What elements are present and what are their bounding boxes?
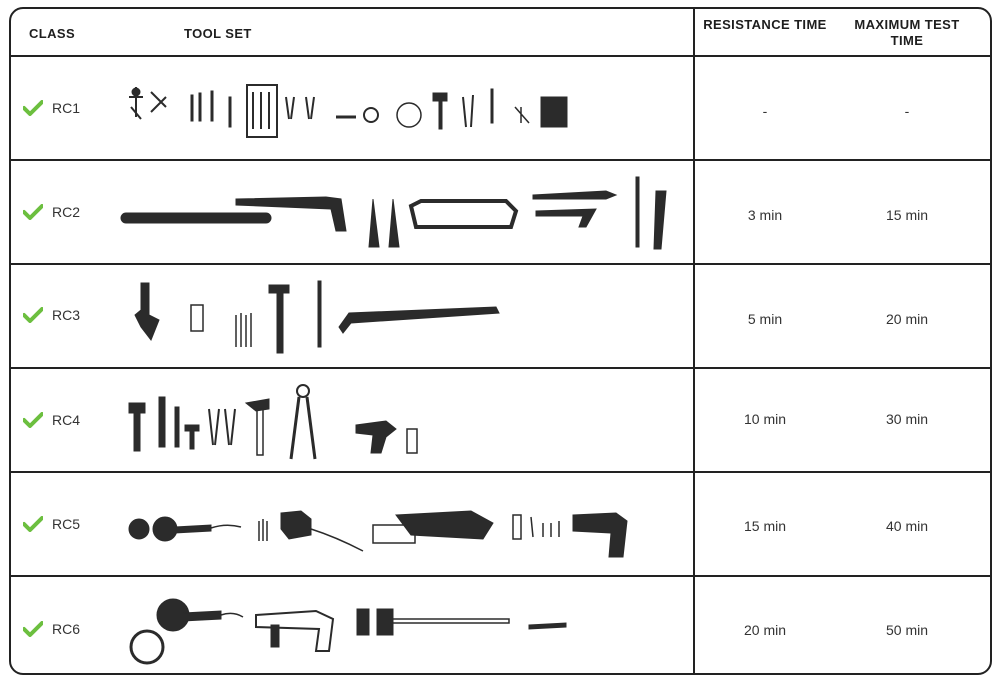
- class-label: RC2: [52, 204, 81, 220]
- class-label: RC4: [52, 412, 81, 428]
- class-label: RC6: [52, 621, 81, 637]
- maximum-test-time: 50 min: [885, 622, 929, 638]
- header-tool-set: TOOL SET: [184, 26, 252, 41]
- tools-rc5-icon: [128, 510, 628, 558]
- check-icon: [23, 307, 43, 323]
- tool-set-illustration: [111, 369, 691, 471]
- tools-rc6-icon: [129, 598, 567, 665]
- check-icon: [23, 204, 43, 220]
- tools-rc4-icon: [128, 384, 418, 460]
- resistance-time: 10 min: [743, 411, 787, 427]
- check-icon: [23, 621, 43, 637]
- header-class: CLASS: [29, 26, 76, 41]
- tools-rc1-icon: [129, 84, 568, 138]
- tools-rc3-icon: [134, 280, 500, 354]
- resistance-time: 15 min: [743, 518, 787, 534]
- class-label: RC3: [52, 307, 81, 323]
- column-divider: [693, 9, 695, 673]
- table-row-rc1: RC1: [11, 57, 990, 161]
- maximum-test-time: 30 min: [885, 411, 929, 427]
- tool-set-illustration: [111, 577, 691, 673]
- class-label: RC1: [52, 100, 81, 116]
- maximum-test-time: 20 min: [885, 311, 929, 327]
- header-resistance-time: RESISTANCE TIME: [703, 17, 827, 32]
- table-row-rc5: RC5 15 min 40 min: [11, 473, 990, 577]
- resistance-time: 3 min: [747, 207, 783, 223]
- check-icon: [23, 100, 43, 116]
- check-icon: [23, 412, 43, 428]
- resistance-class-table: CLASS TOOL SET RESISTANCE TIME MAXIMUM T…: [9, 7, 992, 675]
- tool-set-illustration: [111, 57, 691, 159]
- tool-set-illustration: [111, 473, 691, 575]
- class-label: RC5: [52, 516, 81, 532]
- header-maximum-test-time: MAXIMUM TEST TIME: [854, 17, 960, 48]
- tools-rc2-icon: [120, 176, 667, 250]
- table-row-rc2: RC2 3 min 15 min: [11, 161, 990, 265]
- maximum-test-time: 40 min: [885, 518, 929, 534]
- table-header: CLASS TOOL SET RESISTANCE TIME MAXIMUM T…: [11, 9, 990, 57]
- resistance-time: 5 min: [747, 311, 783, 327]
- table-row-rc3: RC3 5 min 20 min: [11, 265, 990, 369]
- tool-set-illustration: [111, 265, 691, 367]
- resistance-time: 20 min: [743, 622, 787, 638]
- tool-set-illustration: [111, 161, 691, 263]
- table-row-rc4: RC4 10 min 30 min: [11, 369, 990, 473]
- maximum-test-time: 15 min: [885, 207, 929, 223]
- table-row-rc6: RC6 20 min 50 min: [11, 577, 990, 673]
- check-icon: [23, 516, 43, 532]
- maximum-test-time: -: [904, 103, 910, 119]
- resistance-time: -: [762, 103, 768, 119]
